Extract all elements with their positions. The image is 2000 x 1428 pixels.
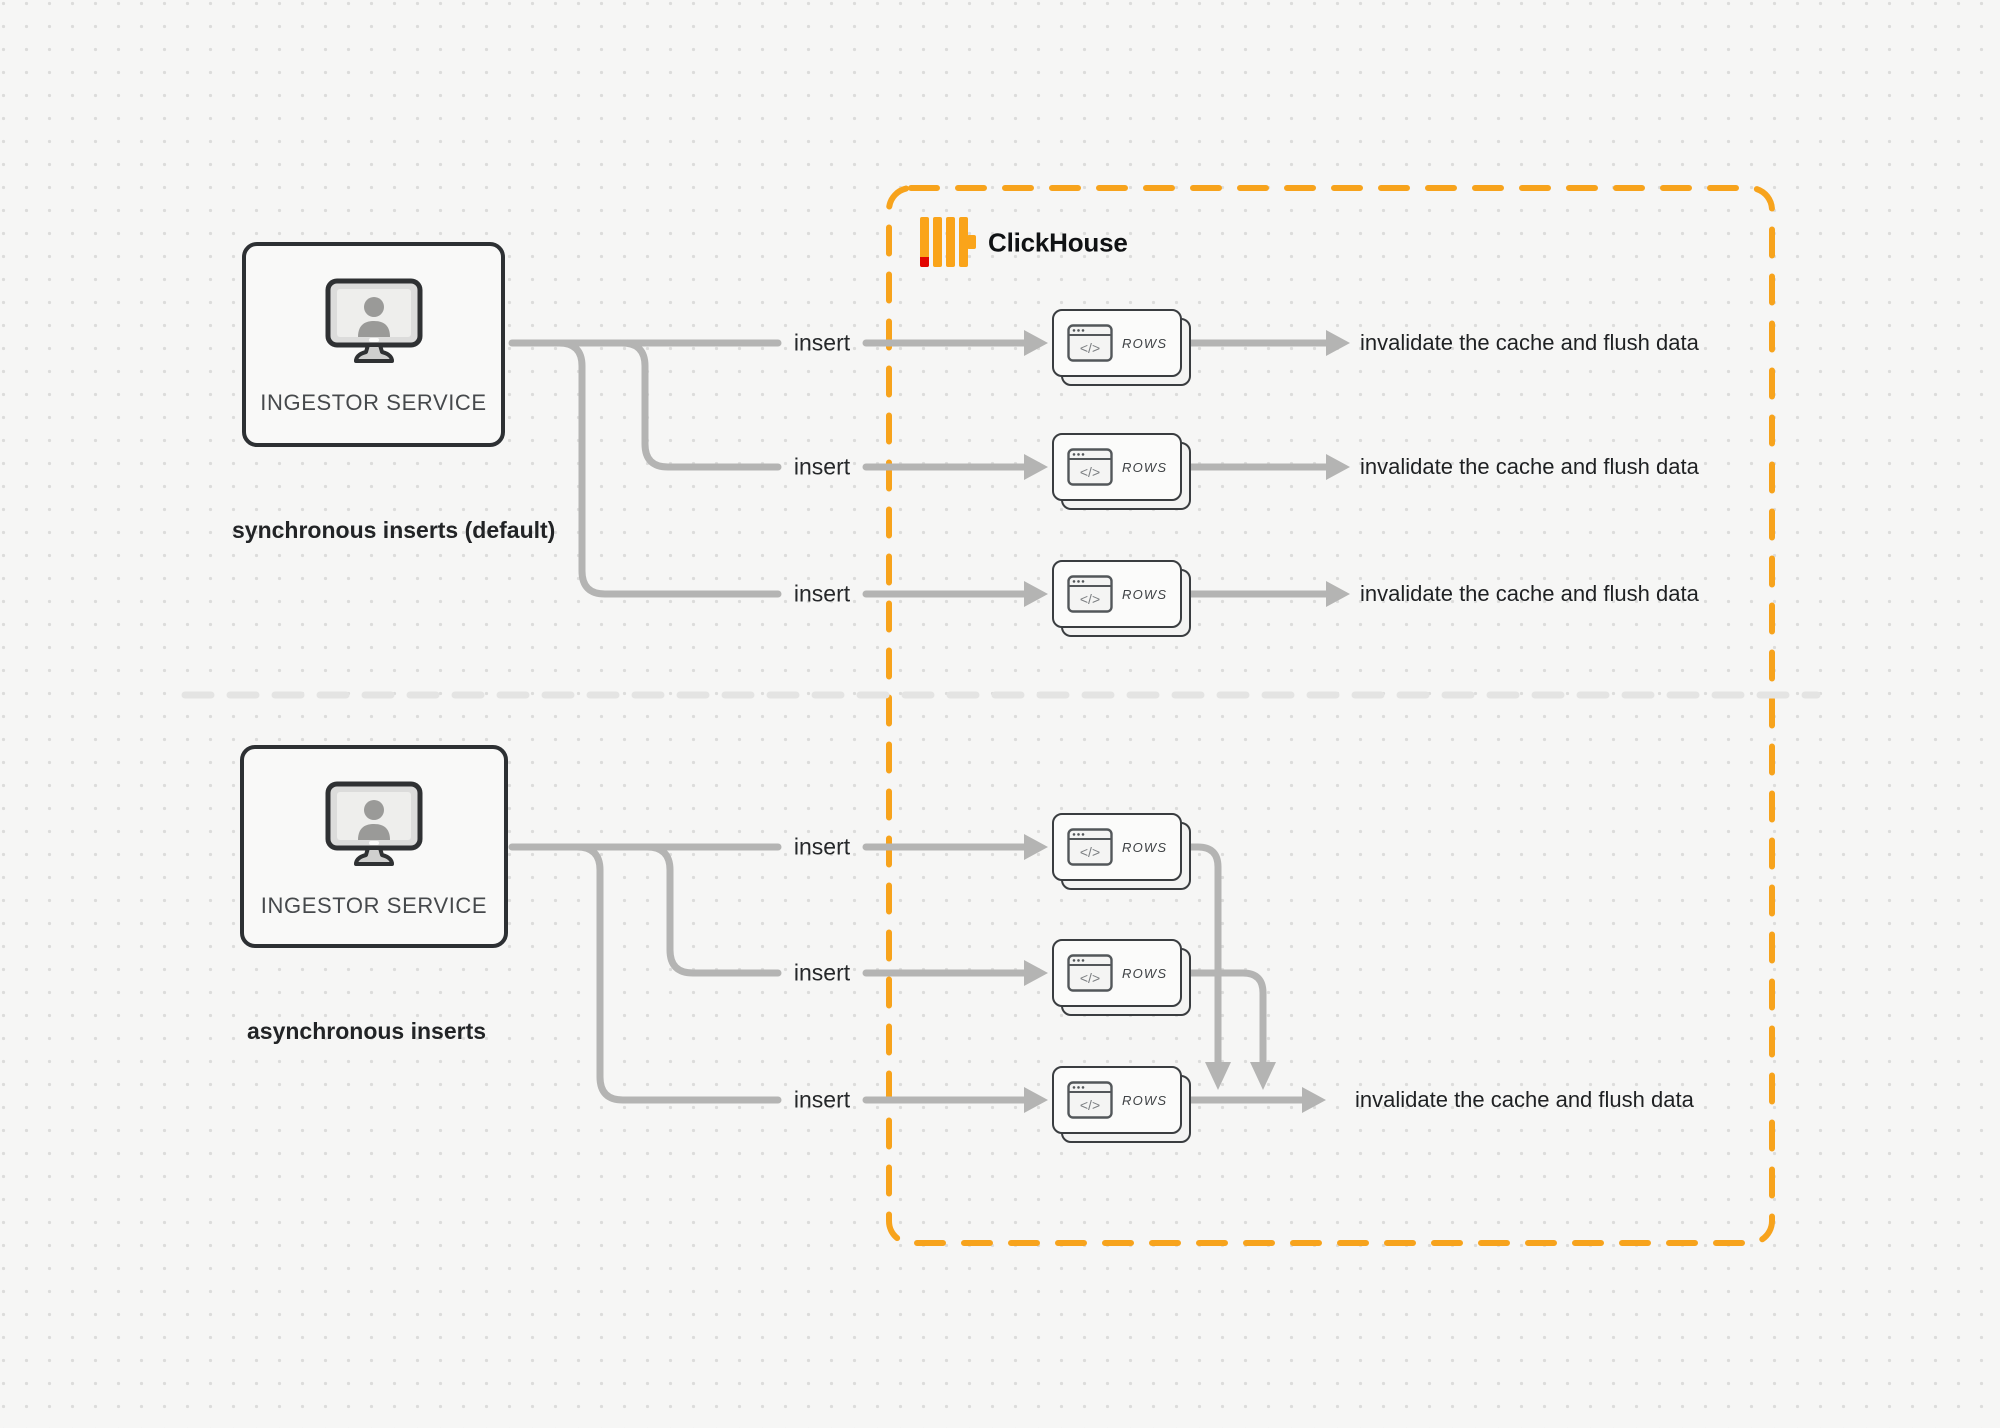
insert-label: insert [793,959,851,986]
rows-card-face: </> ROWS [1052,560,1182,628]
svg-text:</>: </> [1080,844,1100,860]
rows-table-card: </> ROWS [1052,560,1191,637]
arrowhead-sync-result-3 [1326,581,1350,607]
rows-card-face: </> ROWS [1052,309,1182,377]
result-label: invalidate the cache and flush data [1360,330,1699,355]
result-label: invalidate the cache and flush data [1355,1087,1694,1112]
arrowhead-sync-row2 [1024,454,1048,480]
arrowhead-sync-row1 [1024,330,1048,356]
insert-label: insert [793,1086,851,1113]
arrowhead-async-row3 [1024,1087,1048,1113]
arrowhead-sync-result-1 [1326,330,1350,356]
ingestor-service-label: INGESTOR SERVICE [260,893,488,918]
clickhouse-logo-bar [933,217,942,267]
clickhouse-logo: ClickHouse [920,217,1180,269]
clickhouse-logo-bar [946,217,955,267]
ingestor-service-box-sync: INGESTOR SERVICE [242,242,505,447]
clickhouse-wordmark: ClickHouse [988,227,1128,258]
user-monitor-icon [325,781,423,866]
async-branch-row2 [643,843,782,977]
svg-text:</>: </> [1080,340,1100,356]
rows-card-face: </> ROWS [1052,1066,1182,1134]
gray-connectors [508,339,1330,1104]
rows-table-card: </> ROWS [1052,939,1191,1016]
arrowhead-sync-row3 [1024,581,1048,607]
ingestor-service-box-async: INGESTOR SERVICE [240,745,508,948]
async-converge-line-1 [1186,843,1222,1068]
svg-text:</>: </> [1080,970,1100,986]
rows-card-face: </> ROWS [1052,813,1182,881]
code-window-icon: </> [1067,828,1113,866]
rows-label: ROWS [1122,335,1168,351]
svg-text:</>: </> [1080,1097,1100,1113]
sync-branch-row3 [555,339,782,598]
svg-text:</>: </> [1080,591,1100,607]
result-label: invalidate the cache and flush data [1360,454,1699,479]
arrowheads [1024,330,1350,1113]
rows-table-card: </> ROWS [1052,433,1191,510]
rows-label: ROWS [1122,965,1168,981]
code-window-icon: </> [1067,1081,1113,1119]
code-window-icon: </> [1067,448,1113,486]
clickhouse-container-border [886,185,1775,1246]
clickhouse-logo-red-accent [920,257,929,267]
rows-table-card: </> ROWS [1052,813,1191,890]
rows-label: ROWS [1122,586,1168,602]
clickhouse-logo-bar [920,217,929,267]
arrowhead-sync-result-2 [1326,454,1350,480]
code-window-icon: </> [1067,954,1113,992]
arrowhead-converge-1 [1205,1062,1231,1090]
clickhouse-logo-bar [959,217,968,267]
async-converge-line-2 [1186,969,1267,1068]
rows-table-card: </> ROWS [1052,309,1191,386]
clickhouse-logo-short-bar [967,235,976,249]
insert-label: insert [793,453,851,480]
arrowhead-async-row2 [1024,960,1048,986]
arrowhead-async-result [1302,1087,1326,1113]
insert-label: insert [793,329,851,356]
sync-section-caption: synchronous inserts (default) [232,517,556,543]
ingestor-service-label: INGESTOR SERVICE [260,390,487,415]
user-monitor-icon [325,278,422,363]
rows-label: ROWS [1122,1092,1168,1108]
result-label: invalidate the cache and flush data [1360,581,1699,606]
svg-text:</>: </> [1080,464,1100,480]
arrowhead-async-row1 [1024,834,1048,860]
async-section-caption: asynchronous inserts [247,1018,487,1044]
insert-label: insert [793,833,851,860]
code-window-icon: </> [1067,324,1113,362]
rows-label: ROWS [1122,459,1168,475]
arrowhead-converge-2 [1250,1062,1276,1090]
rows-card-face: </> ROWS [1052,939,1182,1007]
rows-card-face: </> ROWS [1052,433,1182,501]
code-window-icon: </> [1067,575,1113,613]
rows-label: ROWS [1122,839,1168,855]
insert-label: insert [793,580,851,607]
sync-branch-row2 [618,339,782,471]
rows-table-card: </> ROWS [1052,1066,1191,1143]
async-branch-row3 [573,843,782,1104]
